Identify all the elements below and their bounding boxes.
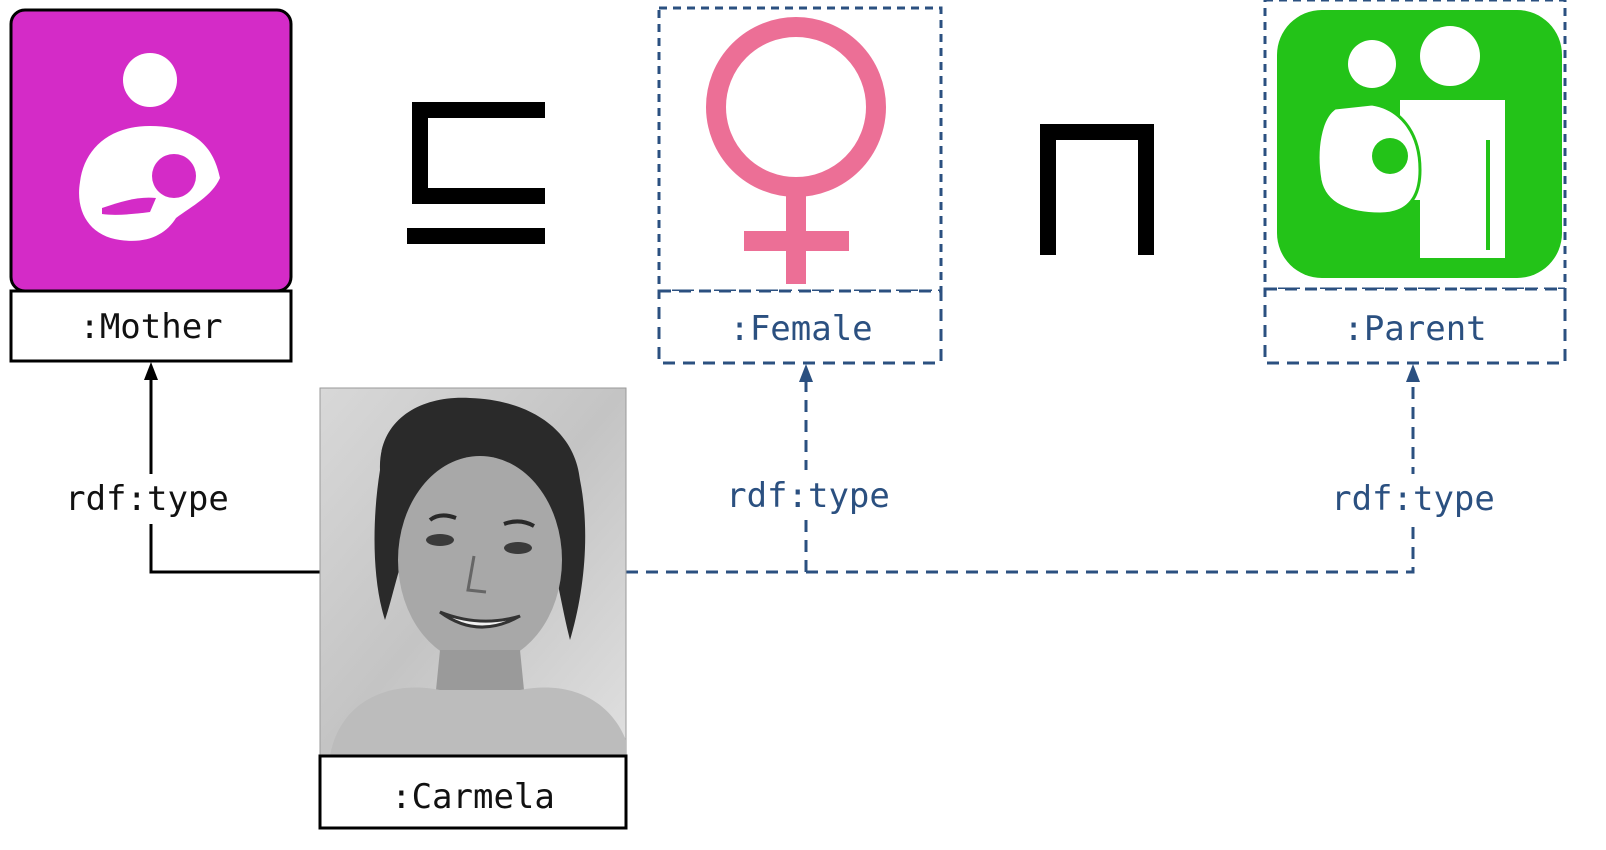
edge-to-mother: rdf:type bbox=[60, 362, 320, 574]
female-label: :Female bbox=[729, 309, 872, 349]
female-symbol-icon bbox=[706, 17, 886, 284]
family-icon bbox=[1316, 26, 1505, 258]
parent-class: :Parent bbox=[1263, 0, 1567, 365]
portrait-photo bbox=[319, 387, 627, 757]
intersection-operator bbox=[1040, 124, 1154, 255]
edge-to-parent: rdf:type bbox=[806, 364, 1503, 574]
subclass-operator bbox=[407, 102, 545, 244]
edge-to-female: rdf:type bbox=[626, 364, 898, 574]
carmela-label: :Carmela bbox=[391, 777, 555, 817]
female-class: :Female bbox=[657, 6, 943, 365]
parent-label: :Parent bbox=[1343, 309, 1486, 349]
edge-label-parent: rdf:type bbox=[1331, 479, 1495, 519]
mother-label: :Mother bbox=[79, 307, 222, 347]
edge-label-female: rdf:type bbox=[726, 476, 890, 516]
breastfeeding-icon bbox=[79, 53, 221, 241]
edge-label-mother: rdf:type bbox=[65, 479, 229, 519]
carmela-individual: :Carmela bbox=[318, 387, 628, 830]
mother-class: :Mother bbox=[9, 8, 293, 363]
